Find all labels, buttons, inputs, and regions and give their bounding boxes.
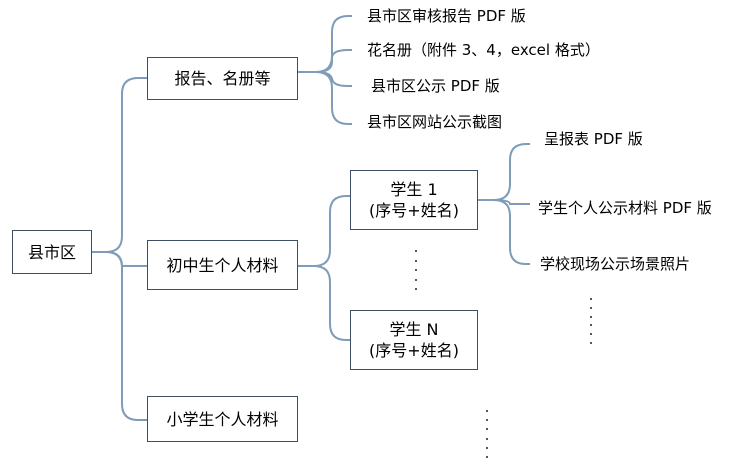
student-1-node: 学生 1 (序号+姓名) xyxy=(350,170,478,230)
student-n-name: 学生 N xyxy=(389,320,439,339)
ellipsis-materials xyxy=(589,298,593,344)
branch-reports-label: 报告、名册等 xyxy=(174,69,271,88)
branch-junior-node: 初中生个人材料 xyxy=(147,240,298,290)
connector-root-to-reports xyxy=(92,77,147,253)
connector-junior-to-student1 xyxy=(298,195,350,267)
connector-reports-to-item4 xyxy=(298,71,352,125)
report-item-4: 县市区网站公示截图 xyxy=(367,113,503,131)
branch-reports-node: 报告、名册等 xyxy=(147,57,298,100)
report-item-1: 县市区审核报告 PDF 版 xyxy=(367,7,526,25)
connector-reports-to-item1 xyxy=(298,15,352,73)
connector-reports-to-item2 xyxy=(298,49,352,73)
branch-primary-node: 小学生个人材料 xyxy=(147,396,298,442)
student-item-1: 呈报表 PDF 版 xyxy=(544,130,643,148)
ellipsis-students xyxy=(414,250,418,290)
student-1-name: 学生 1 xyxy=(390,180,438,199)
student-1-note: (序号+姓名) xyxy=(369,201,459,220)
root-node: 县市区 xyxy=(12,230,92,274)
connector-student1-to-item1 xyxy=(478,143,530,201)
student-item-3: 学校现场公示场景照片 xyxy=(540,255,691,273)
connector-junior-to-studentN xyxy=(298,265,350,341)
student-n-note: (序号+姓名) xyxy=(369,341,459,360)
student-n-node: 学生 N (序号+姓名) xyxy=(350,310,478,370)
ellipsis-primary xyxy=(485,410,489,458)
branch-primary-label: 小学生个人材料 xyxy=(166,409,279,429)
branch-junior-label: 初中生个人材料 xyxy=(166,255,279,275)
connector-student1-to-item3 xyxy=(478,199,530,265)
student-item-2: 学生个人公示材料 PDF 版 xyxy=(538,199,712,217)
connector-root-to-primary xyxy=(92,251,147,421)
report-item-3: 县市区公示 PDF 版 xyxy=(371,77,500,95)
root-label: 县市区 xyxy=(27,242,76,262)
report-item-2: 花名册（附件 3、4，excel 格式） xyxy=(367,41,600,59)
